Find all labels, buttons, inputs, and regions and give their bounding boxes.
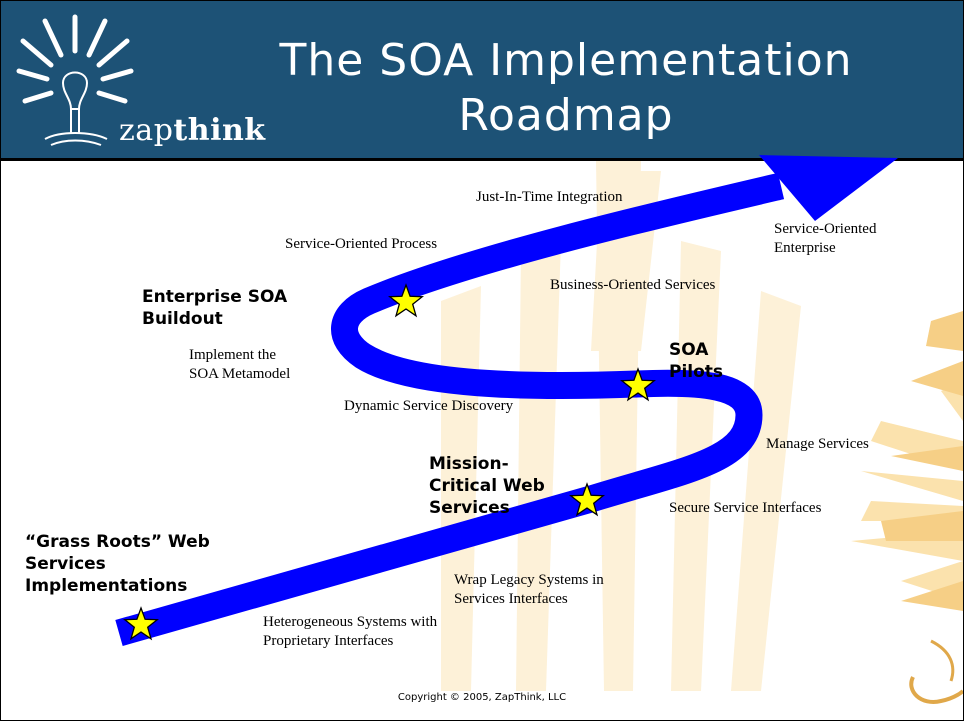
stage-mission-critical-line-1: Mission-	[429, 454, 509, 474]
stage-mission-critical-line-3: Services	[429, 498, 510, 518]
label-wrap-legacy-line-1: Wrap Legacy Systems in	[454, 572, 604, 588]
zapthink-logo: zapthink	[119, 113, 266, 148]
stage-grass-roots-line-3: Implementations	[25, 576, 188, 596]
title-line-2: Roadmap	[458, 90, 674, 141]
star-grass-roots-icon	[123, 606, 159, 641]
label-business-line-1: Business-Oriented Services	[550, 277, 716, 293]
star-soa-pilots-icon	[620, 367, 656, 402]
stage-soa-pilots-line-2: Pilots	[669, 362, 724, 382]
roadmap-path	[115, 172, 785, 646]
stage-soa-pilots-line-1: SOA	[669, 340, 709, 360]
header-divider	[1, 158, 963, 161]
label-dynamic-line-1: Dynamic Service Discovery	[344, 398, 514, 414]
label-heterogeneous-line-1: Heterogeneous Systems with	[263, 614, 438, 630]
stage-soa-pilots: SOA Pilots	[669, 339, 723, 383]
label-heterogeneous-line-2: Proprietary Interfaces	[263, 633, 394, 649]
stage-grass-roots: “Grass Roots” Web Services Implementatio…	[25, 531, 210, 597]
roadmap-arrowhead	[759, 155, 898, 221]
label-implement-metamodel: Implement the SOA Metamodel	[189, 346, 290, 384]
title-line-1: The SOA Implementation	[279, 35, 853, 86]
label-manage-line-1: Manage Services	[766, 436, 869, 452]
label-just-in-time-integration: Just-In-Time Integration	[476, 188, 623, 207]
stage-enterprise-soa-line-1: Enterprise SOA	[142, 287, 288, 307]
star-mission-critical-icon	[569, 482, 605, 517]
header-band	[1, 1, 963, 158]
label-service-oriented-enterprise: Service-Oriented Enterprise	[774, 220, 876, 258]
label-dynamic-service-discovery: Dynamic Service Discovery	[344, 397, 513, 416]
label-manage-services: Manage Services	[766, 435, 869, 454]
stage-enterprise-soa: Enterprise SOA Buildout	[142, 286, 287, 330]
label-wrap-legacy: Wrap Legacy Systems in Services Interfac…	[454, 571, 604, 609]
lightbulb-sunburst-icon	[16, 14, 134, 146]
label-soe-line-1: Service-Oriented	[774, 221, 877, 237]
label-service-oriented-process: Service-Oriented Process	[285, 235, 437, 254]
label-jit-line-1: Just-In-Time Integration	[476, 189, 623, 205]
label-sop-line-1: Service-Oriented Process	[285, 236, 438, 252]
stage-grass-roots-line-2: Services	[25, 554, 106, 574]
label-secure-line-1: Secure Service Interfaces	[669, 500, 822, 516]
stage-grass-roots-line-1: “Grass Roots” Web	[25, 532, 210, 552]
copyright-notice: Copyright © 2005, ZapThink, LLC	[397, 692, 567, 703]
logo-prefix: zap	[119, 113, 174, 148]
stage-enterprise-soa-line-2: Buildout	[142, 309, 223, 329]
label-business-oriented-services: Business-Oriented Services	[550, 276, 715, 295]
label-metamodel-line-2: SOA Metamodel	[189, 366, 291, 382]
slide-title: The SOA Implementation Roadmap	[181, 33, 951, 143]
label-wrap-legacy-line-2: Services Interfaces	[454, 591, 568, 607]
logo-suffix: think	[173, 113, 266, 148]
label-heterogeneous-systems: Heterogeneous Systems with Proprietary I…	[263, 613, 437, 651]
star-enterprise-soa-icon	[388, 283, 424, 318]
stage-mission-critical-line-2: Critical Web	[429, 476, 545, 496]
label-metamodel-line-1: Implement the	[189, 347, 277, 363]
label-secure-service-interfaces: Secure Service Interfaces	[669, 499, 821, 518]
label-soe-line-2: Enterprise	[774, 240, 836, 256]
stage-mission-critical: Mission- Critical Web Services	[429, 453, 545, 519]
